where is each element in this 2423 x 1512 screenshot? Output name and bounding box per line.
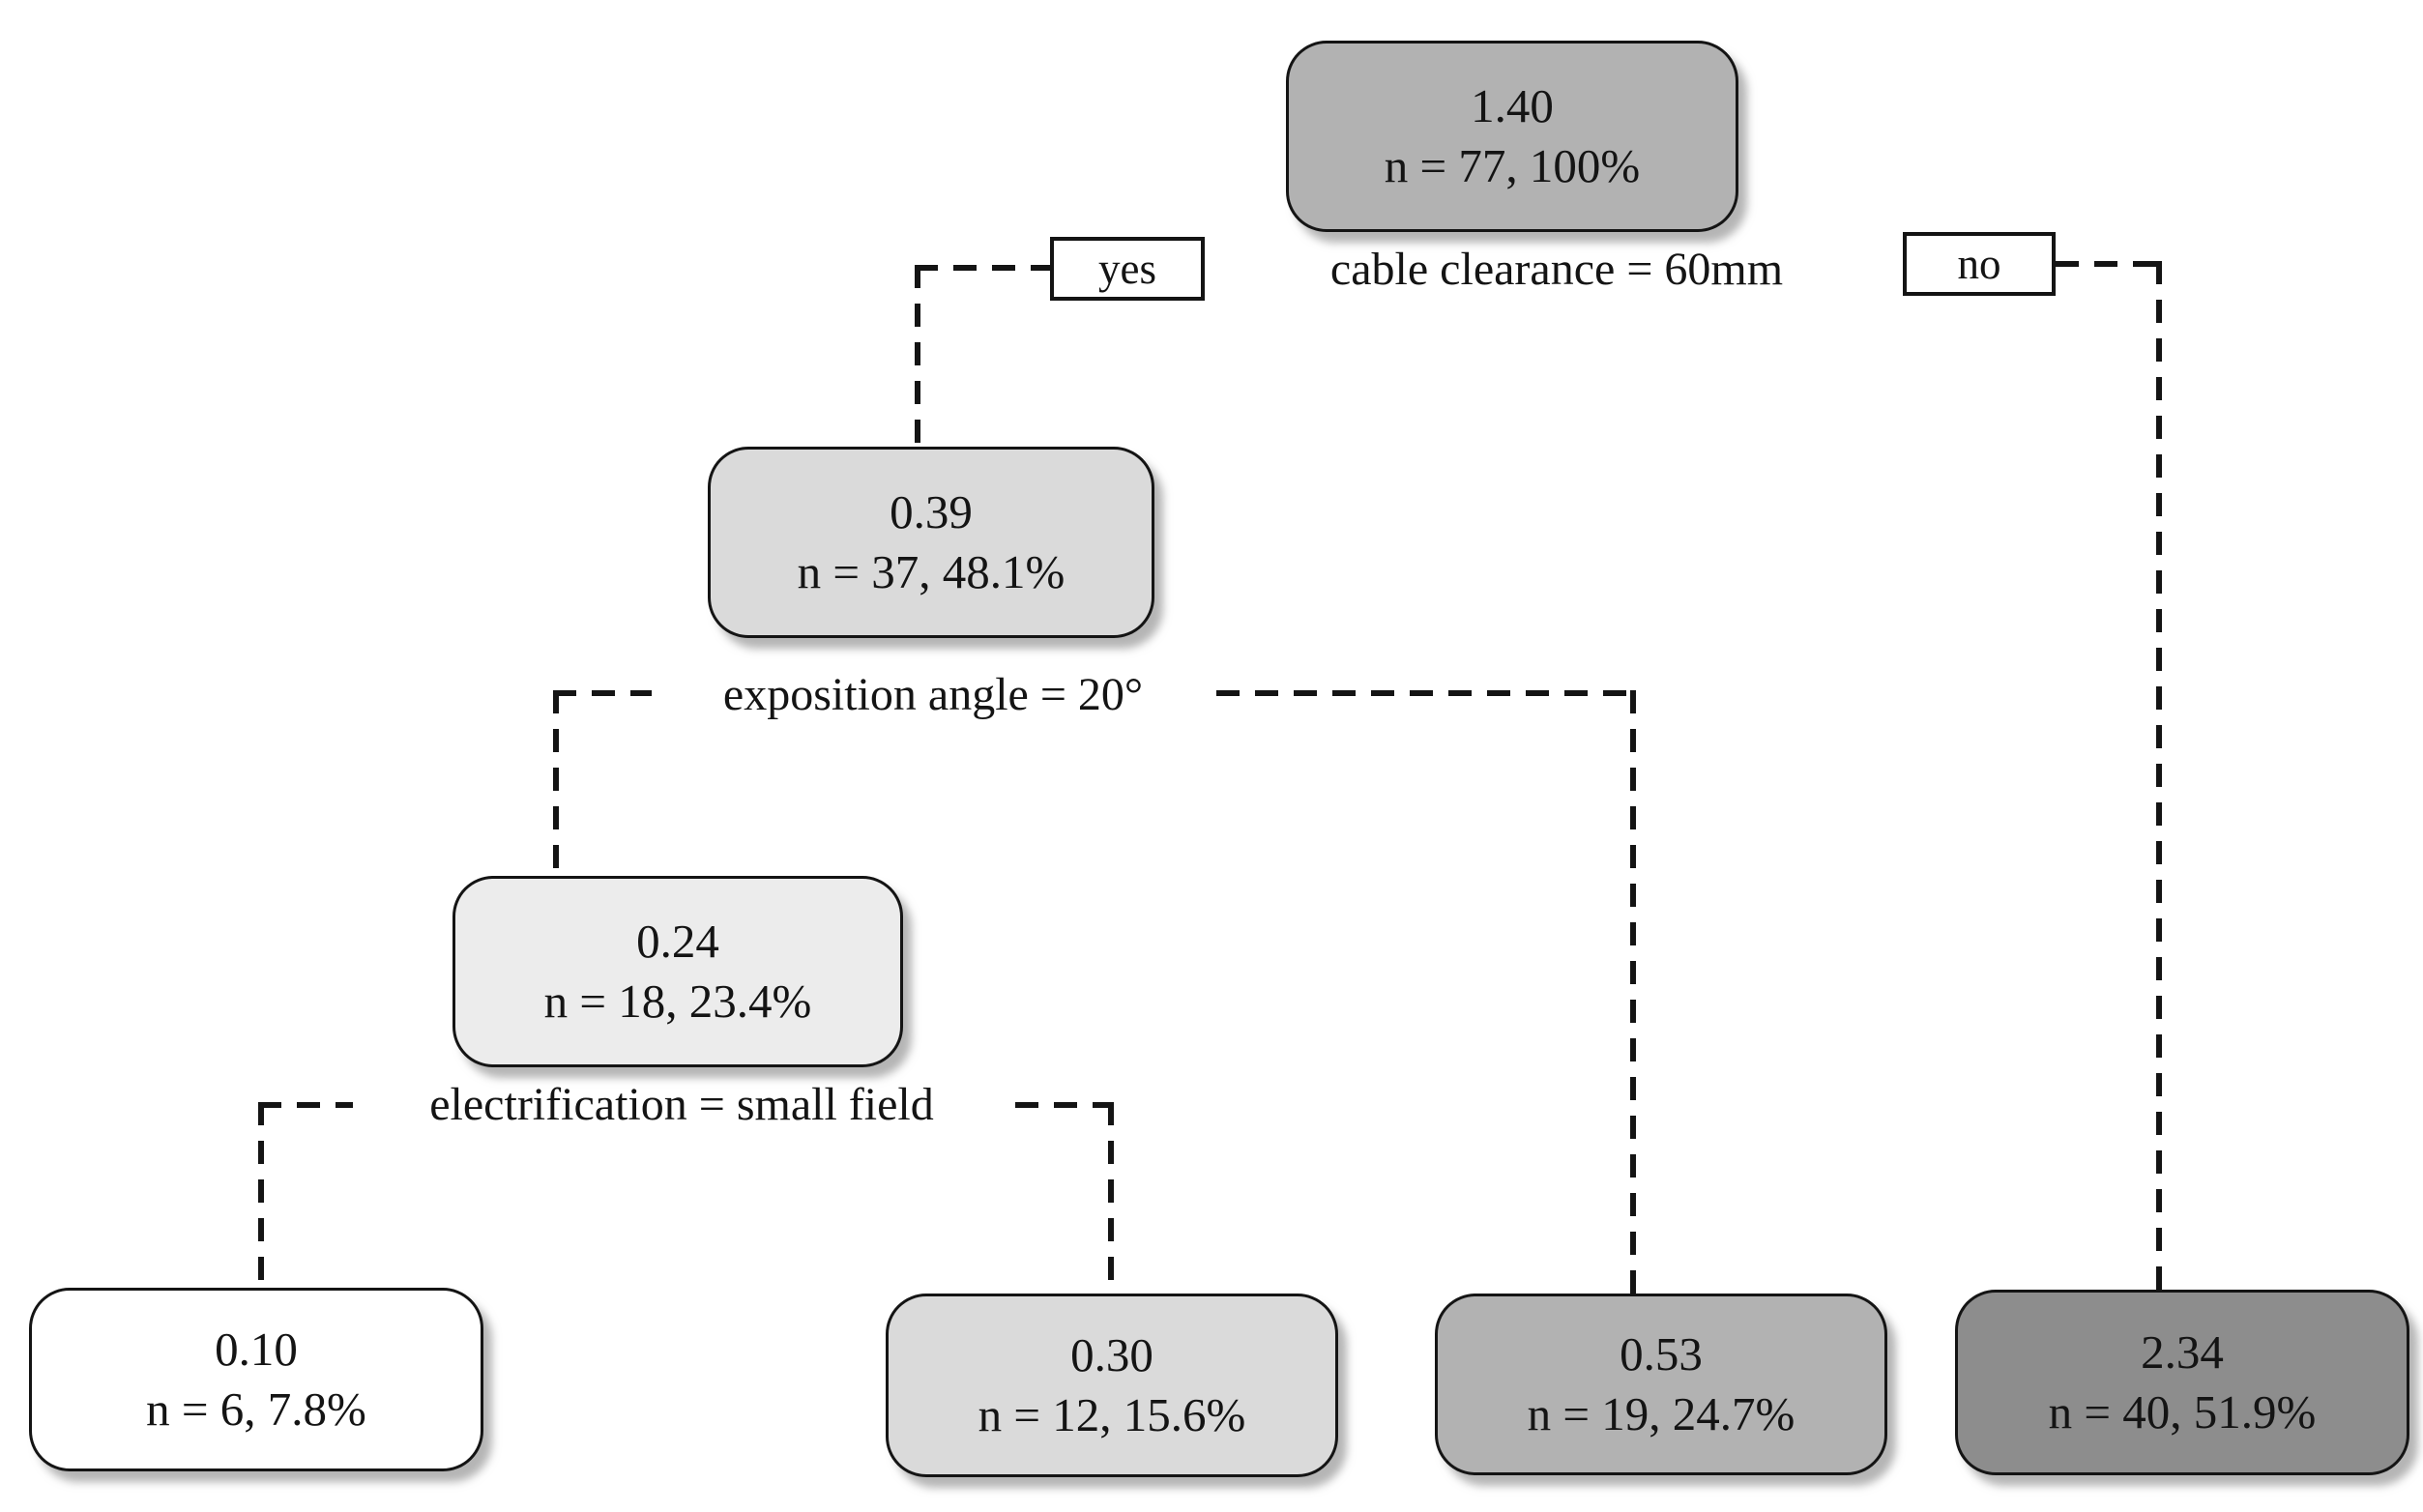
node-count: n = 77, 100% xyxy=(1384,139,1641,192)
node-count: n = 40, 51.9% xyxy=(2048,1385,2317,1439)
connector-yes-vertical xyxy=(915,265,920,449)
connector-electrification-left-horizontal xyxy=(258,1102,353,1108)
connector-electrification-right-horizontal xyxy=(1015,1102,1112,1108)
edge-label-yes: yes xyxy=(1050,237,1205,301)
connector-angle-left-vertical xyxy=(553,690,559,878)
edge-label-no: no xyxy=(1903,232,2056,296)
connector-no-horizontal xyxy=(2056,261,2160,267)
connector-no-vertical xyxy=(2156,261,2162,1294)
node-count: n = 6, 7.8% xyxy=(146,1382,366,1436)
split-label-cable-clearance: cable clearance = 60mm xyxy=(1329,244,1784,295)
node-count: n = 18, 23.4% xyxy=(543,974,812,1028)
connector-electrification-right-vertical xyxy=(1108,1102,1114,1295)
tree-node-clearance-yes: 0.39 n = 37, 48.1% xyxy=(708,447,1154,638)
tree-node-leaf-electrification-yes: 0.10 n = 6, 7.8% xyxy=(29,1288,483,1471)
node-count: n = 12, 15.6% xyxy=(978,1388,1246,1441)
tree-node-root: 1.40 n = 77, 100% xyxy=(1286,41,1738,232)
connector-electrification-left-vertical xyxy=(258,1102,264,1292)
split-label-electrification: electrification = small field xyxy=(429,1079,934,1130)
node-value: 2.34 xyxy=(2141,1325,2224,1379)
connector-angle-left-horizontal xyxy=(553,690,652,696)
tree-node-leaf-angle-no: 0.53 n = 19, 24.7% xyxy=(1435,1294,1887,1475)
split-label-exposition-angle: exposition angle = 20° xyxy=(722,669,1144,720)
node-count: n = 19, 24.7% xyxy=(1527,1387,1795,1440)
node-value: 0.39 xyxy=(890,485,973,538)
node-count: n = 37, 48.1% xyxy=(797,545,1066,598)
tree-node-leaf-clearance-no: 2.34 n = 40, 51.9% xyxy=(1955,1290,2409,1475)
connector-angle-right-horizontal xyxy=(1216,690,1634,696)
node-value: 1.40 xyxy=(1471,79,1554,132)
connector-angle-right-vertical xyxy=(1630,690,1636,1297)
tree-node-leaf-electrification-no: 0.30 n = 12, 15.6% xyxy=(886,1294,1338,1477)
tree-node-angle-yes: 0.24 n = 18, 23.4% xyxy=(452,876,903,1067)
node-value: 0.53 xyxy=(1620,1327,1703,1381)
connector-yes-horizontal xyxy=(915,265,1050,271)
node-value: 0.10 xyxy=(215,1323,298,1376)
node-value: 0.24 xyxy=(636,915,719,968)
node-value: 0.30 xyxy=(1070,1328,1153,1381)
